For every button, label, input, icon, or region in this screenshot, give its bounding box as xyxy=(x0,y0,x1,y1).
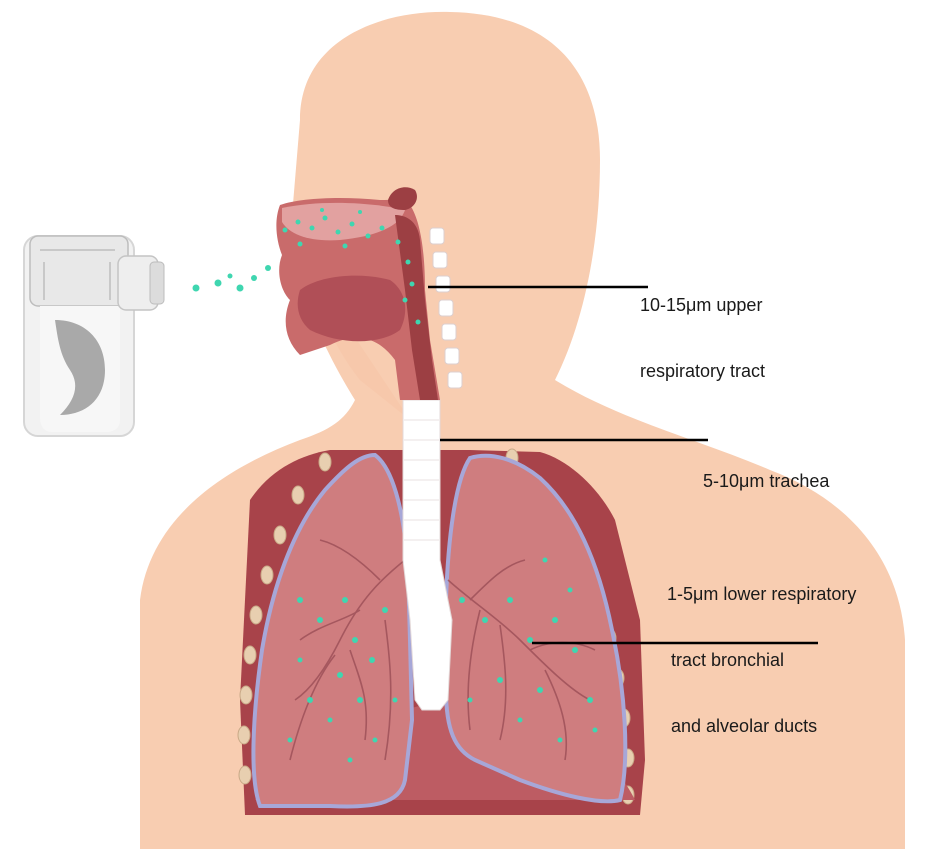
tongue xyxy=(298,276,406,342)
mist-particle-icon xyxy=(193,285,200,292)
mist-particle-icon xyxy=(251,275,257,281)
mist-particle-icon xyxy=(237,285,244,292)
mist-particle-icon xyxy=(215,280,222,287)
label-upper-line1: 10-15μm upper xyxy=(640,294,765,316)
label-lower-line3: and alveolar ducts xyxy=(667,715,856,737)
label-upper-line2: respiratory tract xyxy=(640,360,765,382)
label-lower-respiratory-tract: 1-5μm lower respiratory tract bronchial … xyxy=(667,539,856,759)
label-lower-line1: 1-5μm lower respiratory xyxy=(667,583,856,605)
mist-particle-icon xyxy=(265,265,271,271)
label-upper-respiratory-tract: 10-15μm upper respiratory tract xyxy=(640,250,765,404)
mist-particle-icon xyxy=(228,274,233,279)
label-trachea: 5-10μm trachea xyxy=(703,426,829,514)
mist-particles-air xyxy=(193,265,272,292)
nebulizer-device-icon xyxy=(24,236,164,436)
label-trachea-line1: 5-10μm trachea xyxy=(703,470,829,492)
label-lower-line2: tract bronchial xyxy=(667,649,856,671)
